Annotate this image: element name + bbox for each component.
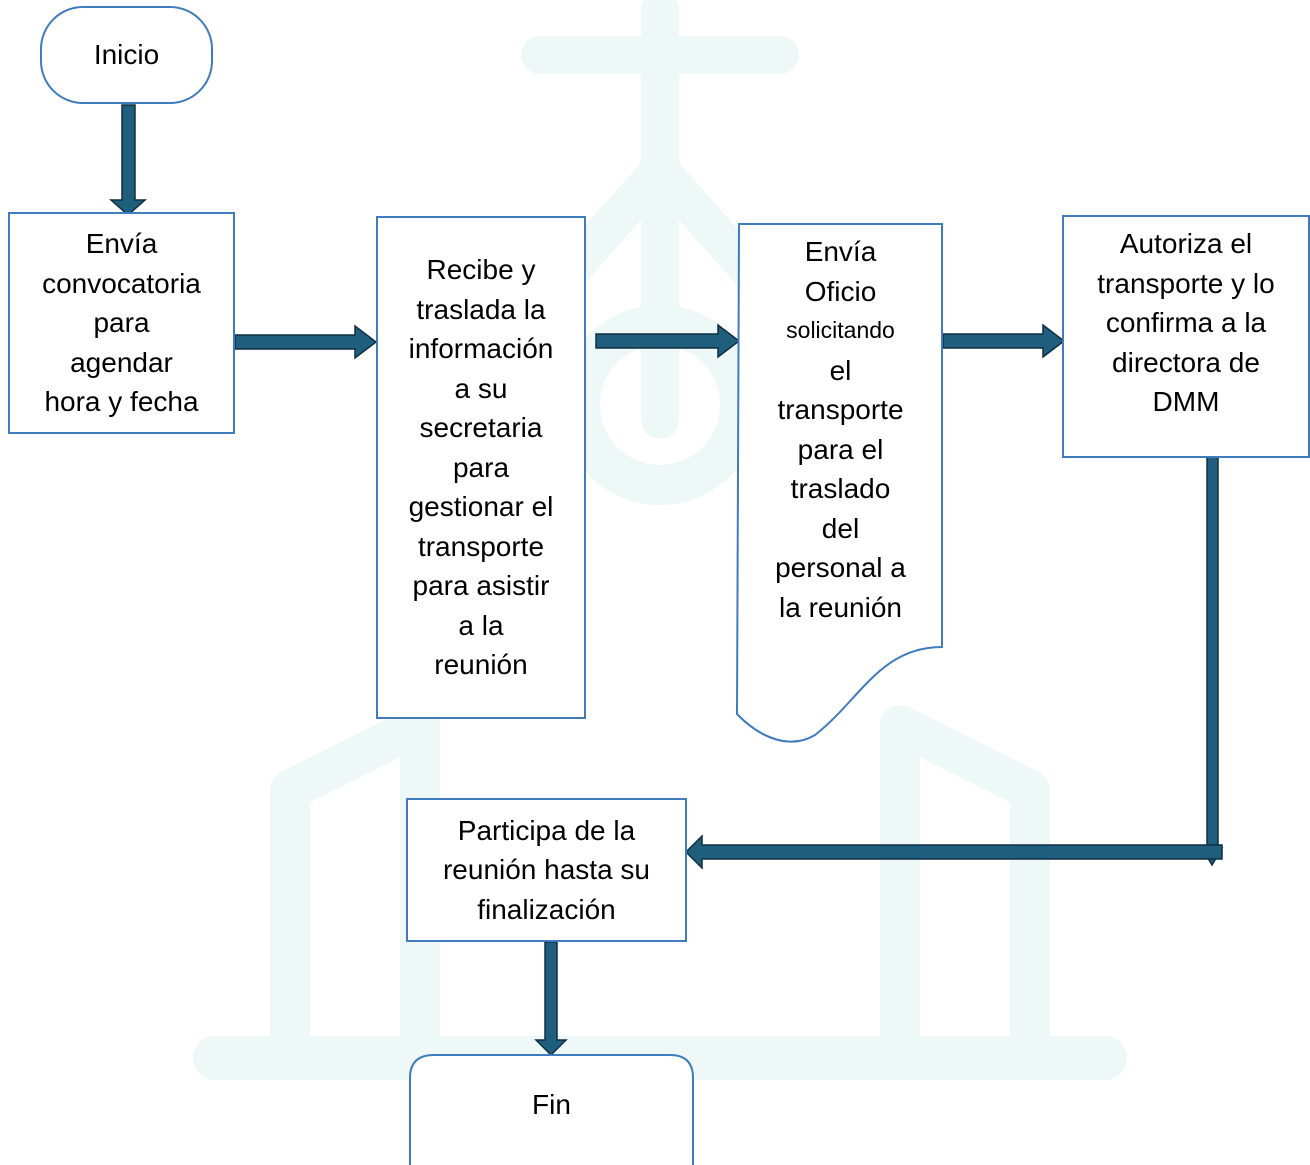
arrow-step2-to-step3 (595, 323, 741, 359)
step1-box-shape (8, 212, 235, 434)
arrow-step1-to-step2 (234, 324, 378, 360)
start-terminator-shape (40, 6, 213, 104)
step3-line-oficio: Oficio (804, 275, 877, 307)
step3-line-rest: el transporte para el traslado del perso… (775, 354, 906, 623)
step1-label: Envía convocatoria para agendar hora y f… (42, 228, 201, 418)
step3-label: Envía Oficio solicitando el transporte p… (739, 232, 942, 632)
step4-label: Autoriza el transporte y lo confirma a l… (1097, 228, 1275, 418)
step4-box-shape (1062, 215, 1310, 458)
step3-line-envia: Envía (804, 236, 877, 267)
arrow-to-step5 (684, 834, 1223, 870)
step5-label: Participa de la reunión hasta su finaliz… (442, 814, 651, 925)
step2-label: Recibe y traslada la información a su se… (408, 254, 554, 681)
end-terminator-shape (409, 1054, 694, 1165)
start-label: Inicio (93, 39, 160, 71)
step3-line-solicitando: solicitando (786, 317, 895, 343)
arrow-step5-to-end (534, 941, 568, 1057)
end-label: Fin (532, 1089, 571, 1121)
step3-document-shape (735, 223, 943, 743)
arrow-step3-to-step4 (942, 323, 1066, 359)
step2-box-shape (376, 216, 586, 719)
arrow-start-to-step1 (109, 104, 147, 217)
step5-box-shape (406, 798, 687, 942)
